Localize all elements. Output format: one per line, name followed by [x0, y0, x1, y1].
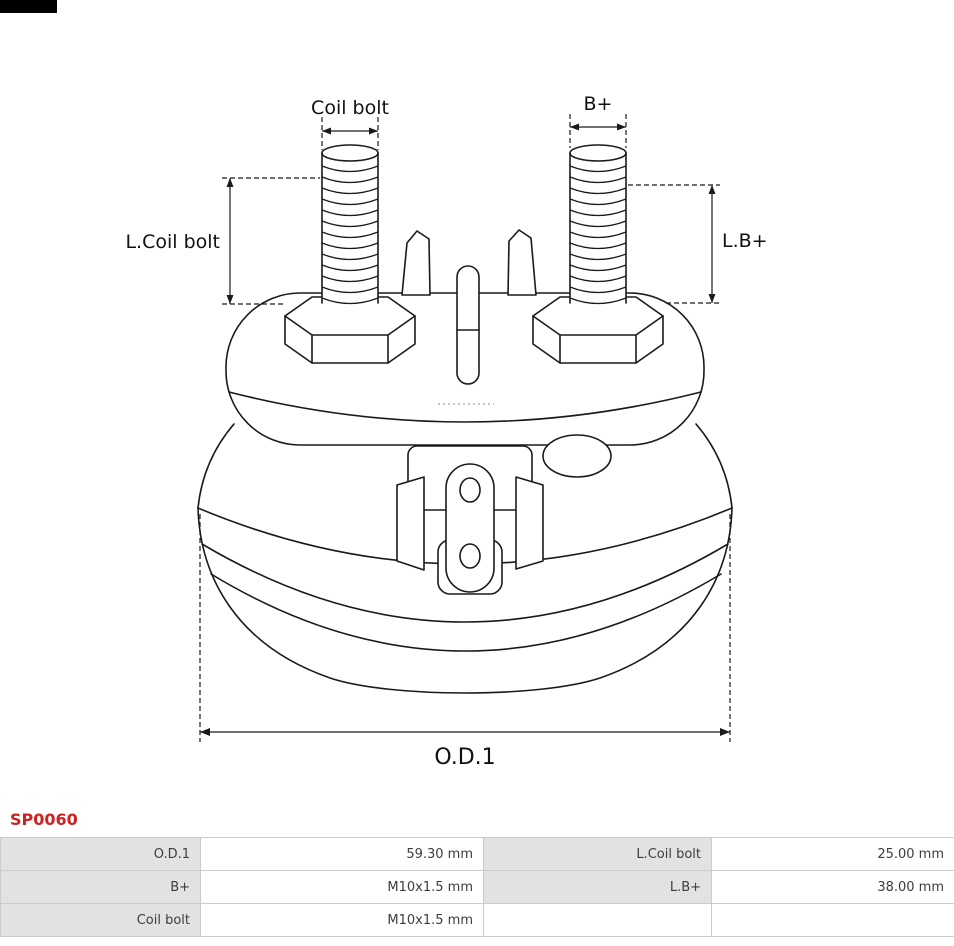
technical-drawing: Coil bolt B+ L.Coil bolt L.B+ — [125, 93, 768, 770]
spec-empty-cell — [711, 903, 954, 937]
right-stud-sides — [569, 152, 627, 304]
l-b-plus-label: L.B+ — [722, 230, 768, 252]
arrow-down-icon — [226, 295, 234, 304]
slot-capsule — [456, 265, 480, 385]
b-plus-label: B+ — [584, 93, 613, 115]
body-flare-left — [197, 423, 235, 509]
dim-l-b-plus: L.B+ — [628, 184, 768, 304]
left-stud-sides — [321, 152, 379, 304]
left-stud-top — [321, 144, 379, 162]
arrow-left-icon — [322, 127, 331, 135]
spec-value-l-b-plus: 38.00 mm — [711, 870, 954, 904]
right-stud-mask — [570, 153, 626, 303]
b-plus-extension-lines — [569, 114, 627, 148]
body-silhouette — [197, 507, 733, 694]
l-b-plus-extension-lines — [628, 184, 720, 304]
right-stud-threads — [569, 165, 627, 305]
top-left-logo-fragment — [0, 0, 57, 13]
center-slot — [456, 265, 480, 385]
table-row: O.D.1 59.30 mm L.Coil bolt 25.00 mm — [0, 837, 954, 871]
dim-coil-bolt: Coil bolt — [311, 97, 389, 150]
coil-bolt-label: Coil bolt — [311, 97, 389, 119]
left-hex-nut — [284, 296, 416, 364]
right-hex-nut — [532, 296, 664, 364]
top-plate-front-edge — [228, 391, 702, 423]
dim-l-coil-bolt: L.Coil bolt — [125, 177, 320, 305]
spec-value-od1: 59.30 mm — [200, 837, 484, 871]
arrow-down-icon — [708, 294, 716, 303]
spec-value-coil-bolt: M10x1.5 mm — [200, 903, 484, 937]
spec-value-l-coil-bolt: 25.00 mm — [711, 837, 954, 871]
arrow-left-icon — [570, 123, 579, 131]
specs-table: O.D.1 59.30 mm L.Coil bolt 25.00 mm B+ M… — [0, 837, 954, 937]
cap-body — [197, 423, 733, 694]
bracket-right-wall — [515, 476, 544, 570]
arrow-right-icon — [617, 123, 626, 131]
oval-hole — [542, 434, 612, 478]
coil-bolt-stud — [321, 144, 379, 305]
right-stud-top — [569, 144, 627, 162]
right-nut-facets — [532, 315, 664, 364]
spec-label-l-b-plus: L.B+ — [483, 870, 712, 904]
part-number: SP0060 — [10, 810, 78, 829]
arrow-right-icon — [369, 127, 378, 135]
spec-label-b-plus: B+ — [0, 870, 201, 904]
arrow-up-icon — [708, 185, 716, 194]
center-bracket — [396, 445, 544, 595]
bracket-capsule — [445, 463, 495, 593]
spec-empty-cell — [483, 903, 712, 937]
left-nut-facets — [284, 315, 416, 364]
spec-label-od1: O.D.1 — [0, 837, 201, 871]
od1-extension-lines — [199, 514, 731, 742]
flange-rim-line-1 — [201, 543, 729, 623]
arrow-left-icon — [200, 728, 210, 736]
spec-value-b-plus: M10x1.5 mm — [200, 870, 484, 904]
dim-od1: O.D.1 — [199, 514, 731, 770]
left-stud-threads — [321, 165, 379, 305]
table-row: B+ M10x1.5 mm L.B+ 38.00 mm — [0, 870, 954, 904]
table-row: Coil bolt M10x1.5 mm — [0, 903, 954, 937]
l-coil-bolt-label: L.Coil bolt — [125, 231, 220, 253]
flange-rim-line-2 — [210, 573, 722, 652]
bracket-hole-bottom — [459, 543, 481, 569]
arrow-right-icon — [720, 728, 730, 736]
arrow-up-icon — [226, 178, 234, 187]
left-tab — [401, 230, 431, 296]
coil-bolt-extension-lines — [321, 117, 379, 150]
plate-tabs — [401, 229, 537, 296]
od1-label: O.D.1 — [434, 745, 495, 770]
l-coil-bolt-extension-lines — [222, 177, 320, 305]
body-flare-right — [695, 423, 733, 509]
bracket-hole-top — [459, 477, 481, 503]
b-plus-stud — [569, 144, 627, 305]
right-tab — [507, 229, 537, 296]
spec-label-coil-bolt: Coil bolt — [0, 903, 201, 937]
spec-label-l-coil-bolt: L.Coil bolt — [483, 837, 712, 871]
left-stud-mask — [322, 153, 378, 303]
dim-b-plus: B+ — [569, 93, 627, 148]
bracket-left-wall — [396, 476, 425, 571]
